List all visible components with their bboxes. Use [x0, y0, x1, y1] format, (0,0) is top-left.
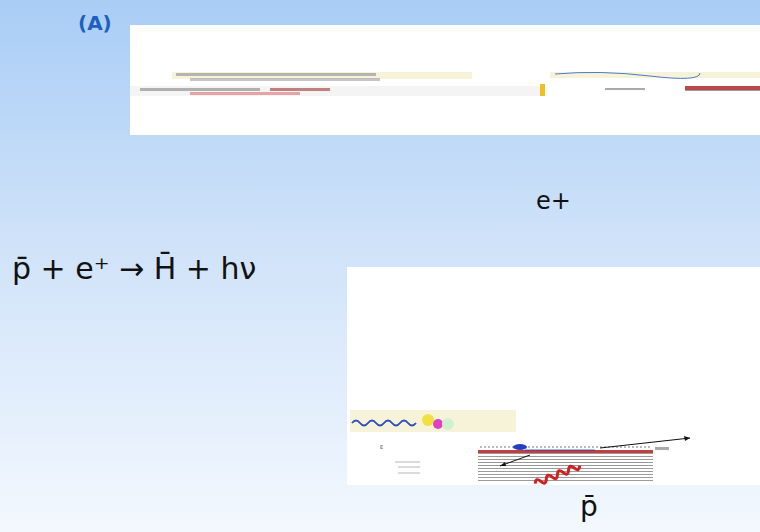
- photon-emission: [350, 410, 516, 432]
- energy-levels: E: [380, 436, 690, 486]
- bottom-panel: [347, 267, 760, 485]
- mini-level-diagram: [550, 72, 760, 92]
- reaction-equation: p̄ + e⁺ → H̄ + hν: [12, 252, 256, 285]
- panel-letter: (A): [78, 12, 112, 34]
- positron-label: e+: [536, 188, 571, 214]
- illegible-text-smear: [130, 72, 545, 96]
- svg-text:E: E: [380, 444, 383, 450]
- antiproton-label: p̄: [580, 492, 598, 523]
- top-panel: [130, 25, 760, 135]
